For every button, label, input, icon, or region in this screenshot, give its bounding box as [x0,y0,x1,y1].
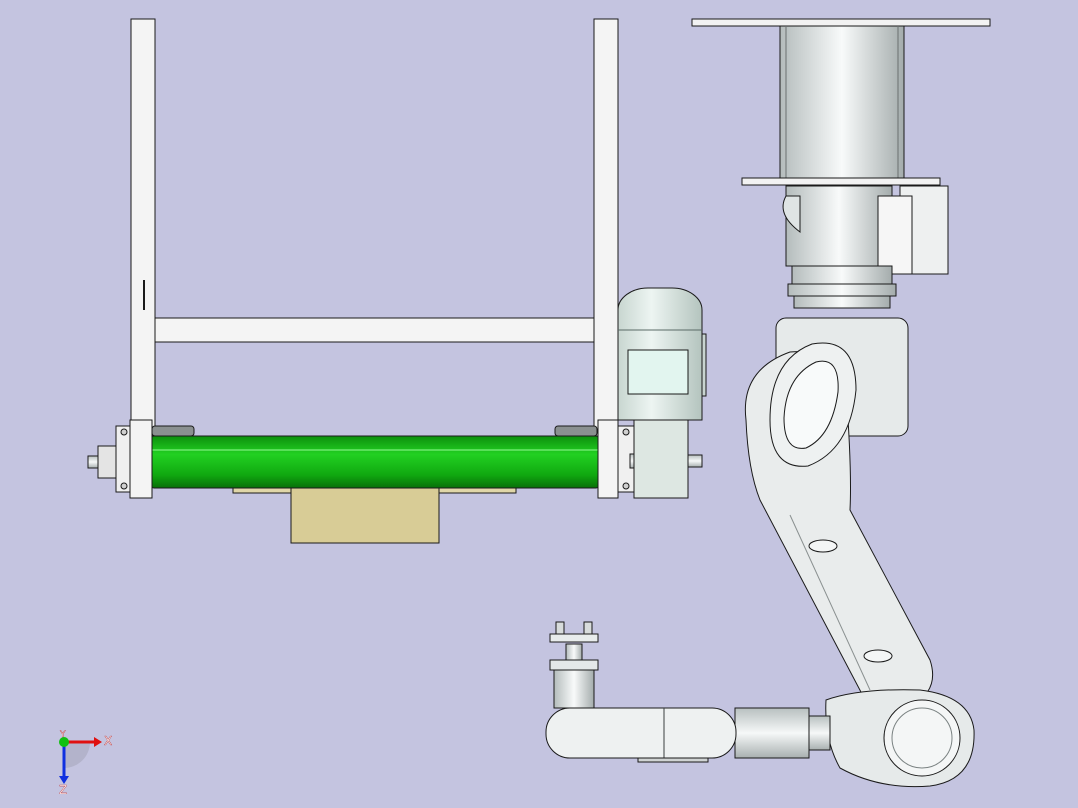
coordinate-triad: X Y Z [59,730,113,794]
robot-forearm-neck [805,715,831,751]
left-nut [97,445,117,479]
arm-hole-lower [863,649,893,663]
conveyor-roller[interactable] [149,425,601,489]
motor-shaft [687,454,703,468]
triad-shadow [64,742,90,768]
drive-motor[interactable] [617,287,707,499]
robot-wrist-base [637,757,709,763]
wrist-flange-1 [553,669,595,709]
tool-plate[interactable] [549,633,599,643]
robot-mount-plate[interactable] [691,18,991,27]
motor-gearbox[interactable] [633,419,689,499]
robot-turntable-1 [791,265,893,285]
robot-wrist-housing[interactable] [545,707,737,759]
right-bolt-bottom [622,482,630,490]
conveyor-frame[interactable] [130,18,619,437]
frame-left-upright[interactable] [130,18,156,437]
y-axis-label: Y [59,730,66,740]
left-bearing-assembly[interactable] [87,419,153,499]
left-plate [129,419,153,499]
robot-turntable-2 [787,283,897,297]
robot-forearm[interactable] [734,707,810,759]
x-axis-label: X [104,734,112,748]
z-axis-label: Z [59,783,67,794]
frame-right-upright[interactable] [593,18,619,437]
robot-base-body[interactable] [785,185,893,267]
right-plate [597,419,619,499]
y-axis-dot [59,737,69,747]
wrist-flange-2 [549,659,599,671]
robot-base-flange[interactable] [741,177,941,186]
robot-elbow-cap-rim [891,707,953,769]
arm-hole-upper [808,539,838,553]
right-bearing-assembly[interactable] [597,419,657,499]
roller-cap-left [151,425,195,437]
x-axis-arrow [94,737,102,747]
frame-crossbar[interactable] [154,317,595,343]
arm-edge [789,514,871,691]
box-body[interactable] [290,487,440,544]
motor-nameplate [627,349,689,395]
roller-cap-right [554,425,598,437]
motor-end-cap [701,333,707,397]
robot-cable-box-inner [877,195,913,275]
robot-mount-column[interactable] [779,25,905,179]
right-bolt-top [622,428,630,436]
roller-tube[interactable] [149,435,601,489]
left-bolt-bottom [120,482,128,490]
robot-base-shoulder-left [782,195,801,234]
wrist-shaft [565,643,583,661]
left-bolt-top [120,428,128,436]
tool-bolt-right [583,621,593,635]
robot-elbow-cap[interactable] [883,699,961,777]
carton-box[interactable] [232,487,517,544]
z-axis-arrow [59,776,69,784]
tool-bolt-left [555,621,565,635]
robot-shoulder-cover-inner [783,360,839,449]
robot-turntable-3 [793,295,891,309]
industrial-robot[interactable] [545,18,991,788]
